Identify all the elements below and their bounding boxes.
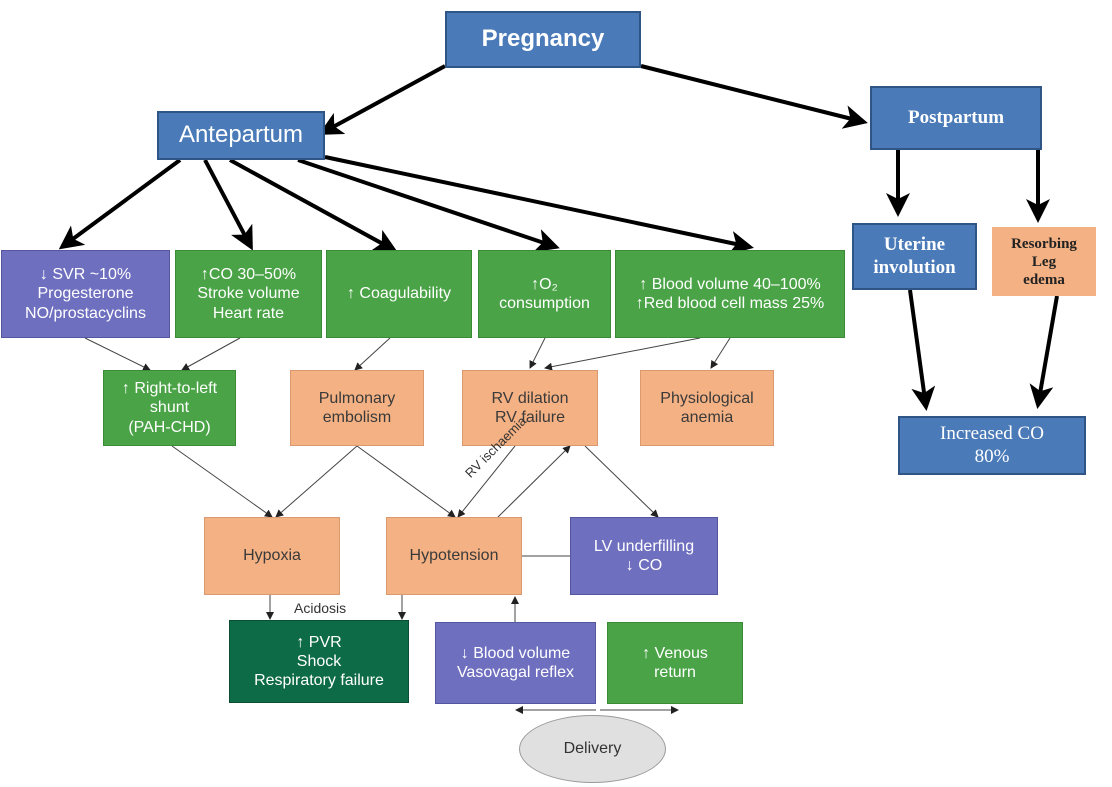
- link-rv-lv: [584, 445, 659, 518]
- node-right-to-left-shunt: ↑ Right-to-left shunt (PAH-CHD): [103, 370, 236, 446]
- node-lv-underfilling: LV underfilling ↓ CO: [570, 517, 718, 595]
- node-o2-line2: consumption: [499, 295, 590, 312]
- node-shunt-line2: shunt: [149, 399, 190, 417]
- arrow-pregnancy-antepartum: [318, 64, 446, 135]
- node-pe-line1: Pulmonary: [318, 389, 396, 407]
- arrow-antepartum-co: [203, 159, 253, 251]
- node-shunt-line3: (PAH-CHD): [128, 418, 211, 436]
- node-svr-line2: Progesterone: [37, 285, 134, 303]
- node-increased-co-line1: Increased CO: [940, 422, 1044, 444]
- link-coag-pe: [354, 337, 391, 371]
- label-acidosis: Acidosis: [294, 600, 347, 616]
- link-rv-hypotension: [457, 445, 516, 518]
- node-venous-line1: ↑ Venous: [642, 644, 708, 662]
- arrow-resorbing-co: [1029, 295, 1059, 409]
- node-uterine-line2: involution: [873, 256, 956, 278]
- node-svr-line3: NO/prostacyclins: [25, 304, 146, 322]
- node-postpartum: Postpartum: [870, 86, 1042, 150]
- node-delivery: Delivery: [519, 715, 666, 783]
- arrow-antepartum-o2: [297, 158, 560, 252]
- node-o2-consumption: ↑O₂ consumption: [478, 250, 611, 338]
- node-uterine-line1: Uterine: [883, 233, 946, 255]
- node-rv-dilation: RV dilation RV failure: [462, 370, 598, 446]
- node-blood-volume-line1: ↑ Blood volume 40–100%: [639, 275, 821, 293]
- link-pe-hypotension: [356, 445, 456, 518]
- arrow-antepartum-coag: [229, 158, 398, 252]
- link-svr-shunt: [84, 337, 151, 371]
- link-rvischaemia: [497, 445, 571, 518]
- node-pe-line2: embolism: [322, 409, 392, 426]
- node-coagulability-label: ↑ Coagulability: [346, 285, 452, 303]
- node-resorbing-leg-edema: Resorbing Leg edema: [992, 227, 1096, 296]
- node-postpartum-label: Postpartum: [907, 106, 1005, 128]
- link-shunt-hypoxia: [171, 445, 273, 518]
- node-co-line3: Heart rate: [212, 304, 285, 322]
- node-pregnancy-label: Pregnancy: [481, 25, 605, 53]
- arrow-pregnancy-postpartum: [640, 64, 868, 129]
- node-bvlow-line2: Vasovagal reflex: [456, 664, 575, 681]
- node-lv-line1: LV underfilling: [593, 537, 695, 555]
- link-pe-hypoxia: [275, 445, 358, 518]
- node-hypotension: Hypotension: [386, 517, 522, 595]
- node-resorbing-line2: Leg: [1031, 253, 1057, 270]
- node-hypoxia: Hypoxia: [204, 517, 340, 595]
- node-o2-line1: ↑O₂: [531, 275, 558, 293]
- node-pvr-shock: ↑ PVR Shock Respiratory failure: [229, 620, 409, 703]
- node-co-line2: Stroke volume: [197, 285, 300, 303]
- node-hypoxia-label: Hypoxia: [243, 547, 301, 565]
- node-resorbing-line3: edema: [1023, 271, 1065, 288]
- node-venous-line2: return: [654, 664, 696, 681]
- node-pulmonary-embolism: Pulmonary embolism: [290, 370, 424, 446]
- node-antepartum: Antepartum: [157, 111, 325, 160]
- node-shunt-line1: ↑ Right-to-left: [121, 380, 218, 398]
- arrow-antepartum-bloodvolume: [324, 155, 754, 255]
- node-venous-return: ↑ Venous return: [607, 622, 743, 704]
- link-bloodvolume-anemia: [710, 337, 731, 369]
- node-rv-line2: RV failure: [495, 409, 565, 426]
- node-anemia-line2: anemia: [680, 409, 734, 426]
- link-o2-rv: [529, 337, 546, 369]
- node-pvr-line1: ↑ PVR: [296, 633, 342, 651]
- node-co: ↑CO 30–50% Stroke volume Heart rate: [175, 250, 322, 338]
- node-pvr-line2: Shock: [296, 652, 342, 670]
- node-pregnancy: Pregnancy: [445, 11, 641, 68]
- node-antepartum-label: Antepartum: [178, 121, 304, 149]
- node-blood-volume-low: ↓ Blood volume Vasovagal reflex: [435, 622, 596, 704]
- node-svr-line1: ↓ SVR ~10%: [39, 266, 132, 284]
- node-lv-line2: ↓ CO: [625, 557, 663, 574]
- node-svr: ↓ SVR ~10% Progesterone NO/prostacyclins: [1, 250, 170, 338]
- node-anemia-line1: Physiological: [660, 389, 754, 407]
- link-bloodvolume-rv: [544, 337, 701, 371]
- node-bvlow-line1: ↓ Blood volume: [460, 644, 571, 662]
- node-rv-line1: RV dilation: [491, 389, 569, 407]
- link-co-shunt: [181, 337, 241, 371]
- node-increased-co: Increased CO 80%: [898, 416, 1086, 475]
- node-blood-volume-line2: ↑Red blood cell mass 25%: [635, 295, 825, 312]
- node-delivery-label: Delivery: [563, 740, 622, 757]
- node-coagulability: ↑ Coagulability: [326, 250, 472, 338]
- node-physiological-anemia: Physiological anemia: [640, 370, 774, 446]
- node-increased-co-line2: 80%: [974, 445, 1010, 467]
- node-blood-volume: ↑ Blood volume 40–100% ↑Red blood cell m…: [615, 250, 845, 338]
- arrow-uterine-co: [908, 289, 936, 411]
- node-hypotension-label: Hypotension: [409, 547, 499, 565]
- node-uterine-involution: Uterine involution: [852, 223, 977, 290]
- node-co-line1: ↑CO 30–50%: [200, 266, 297, 284]
- node-resorbing-line1: Resorbing: [1011, 235, 1077, 252]
- node-pvr-line3: Respiratory failure: [254, 672, 384, 690]
- arrow-antepartum-svr: [58, 158, 182, 250]
